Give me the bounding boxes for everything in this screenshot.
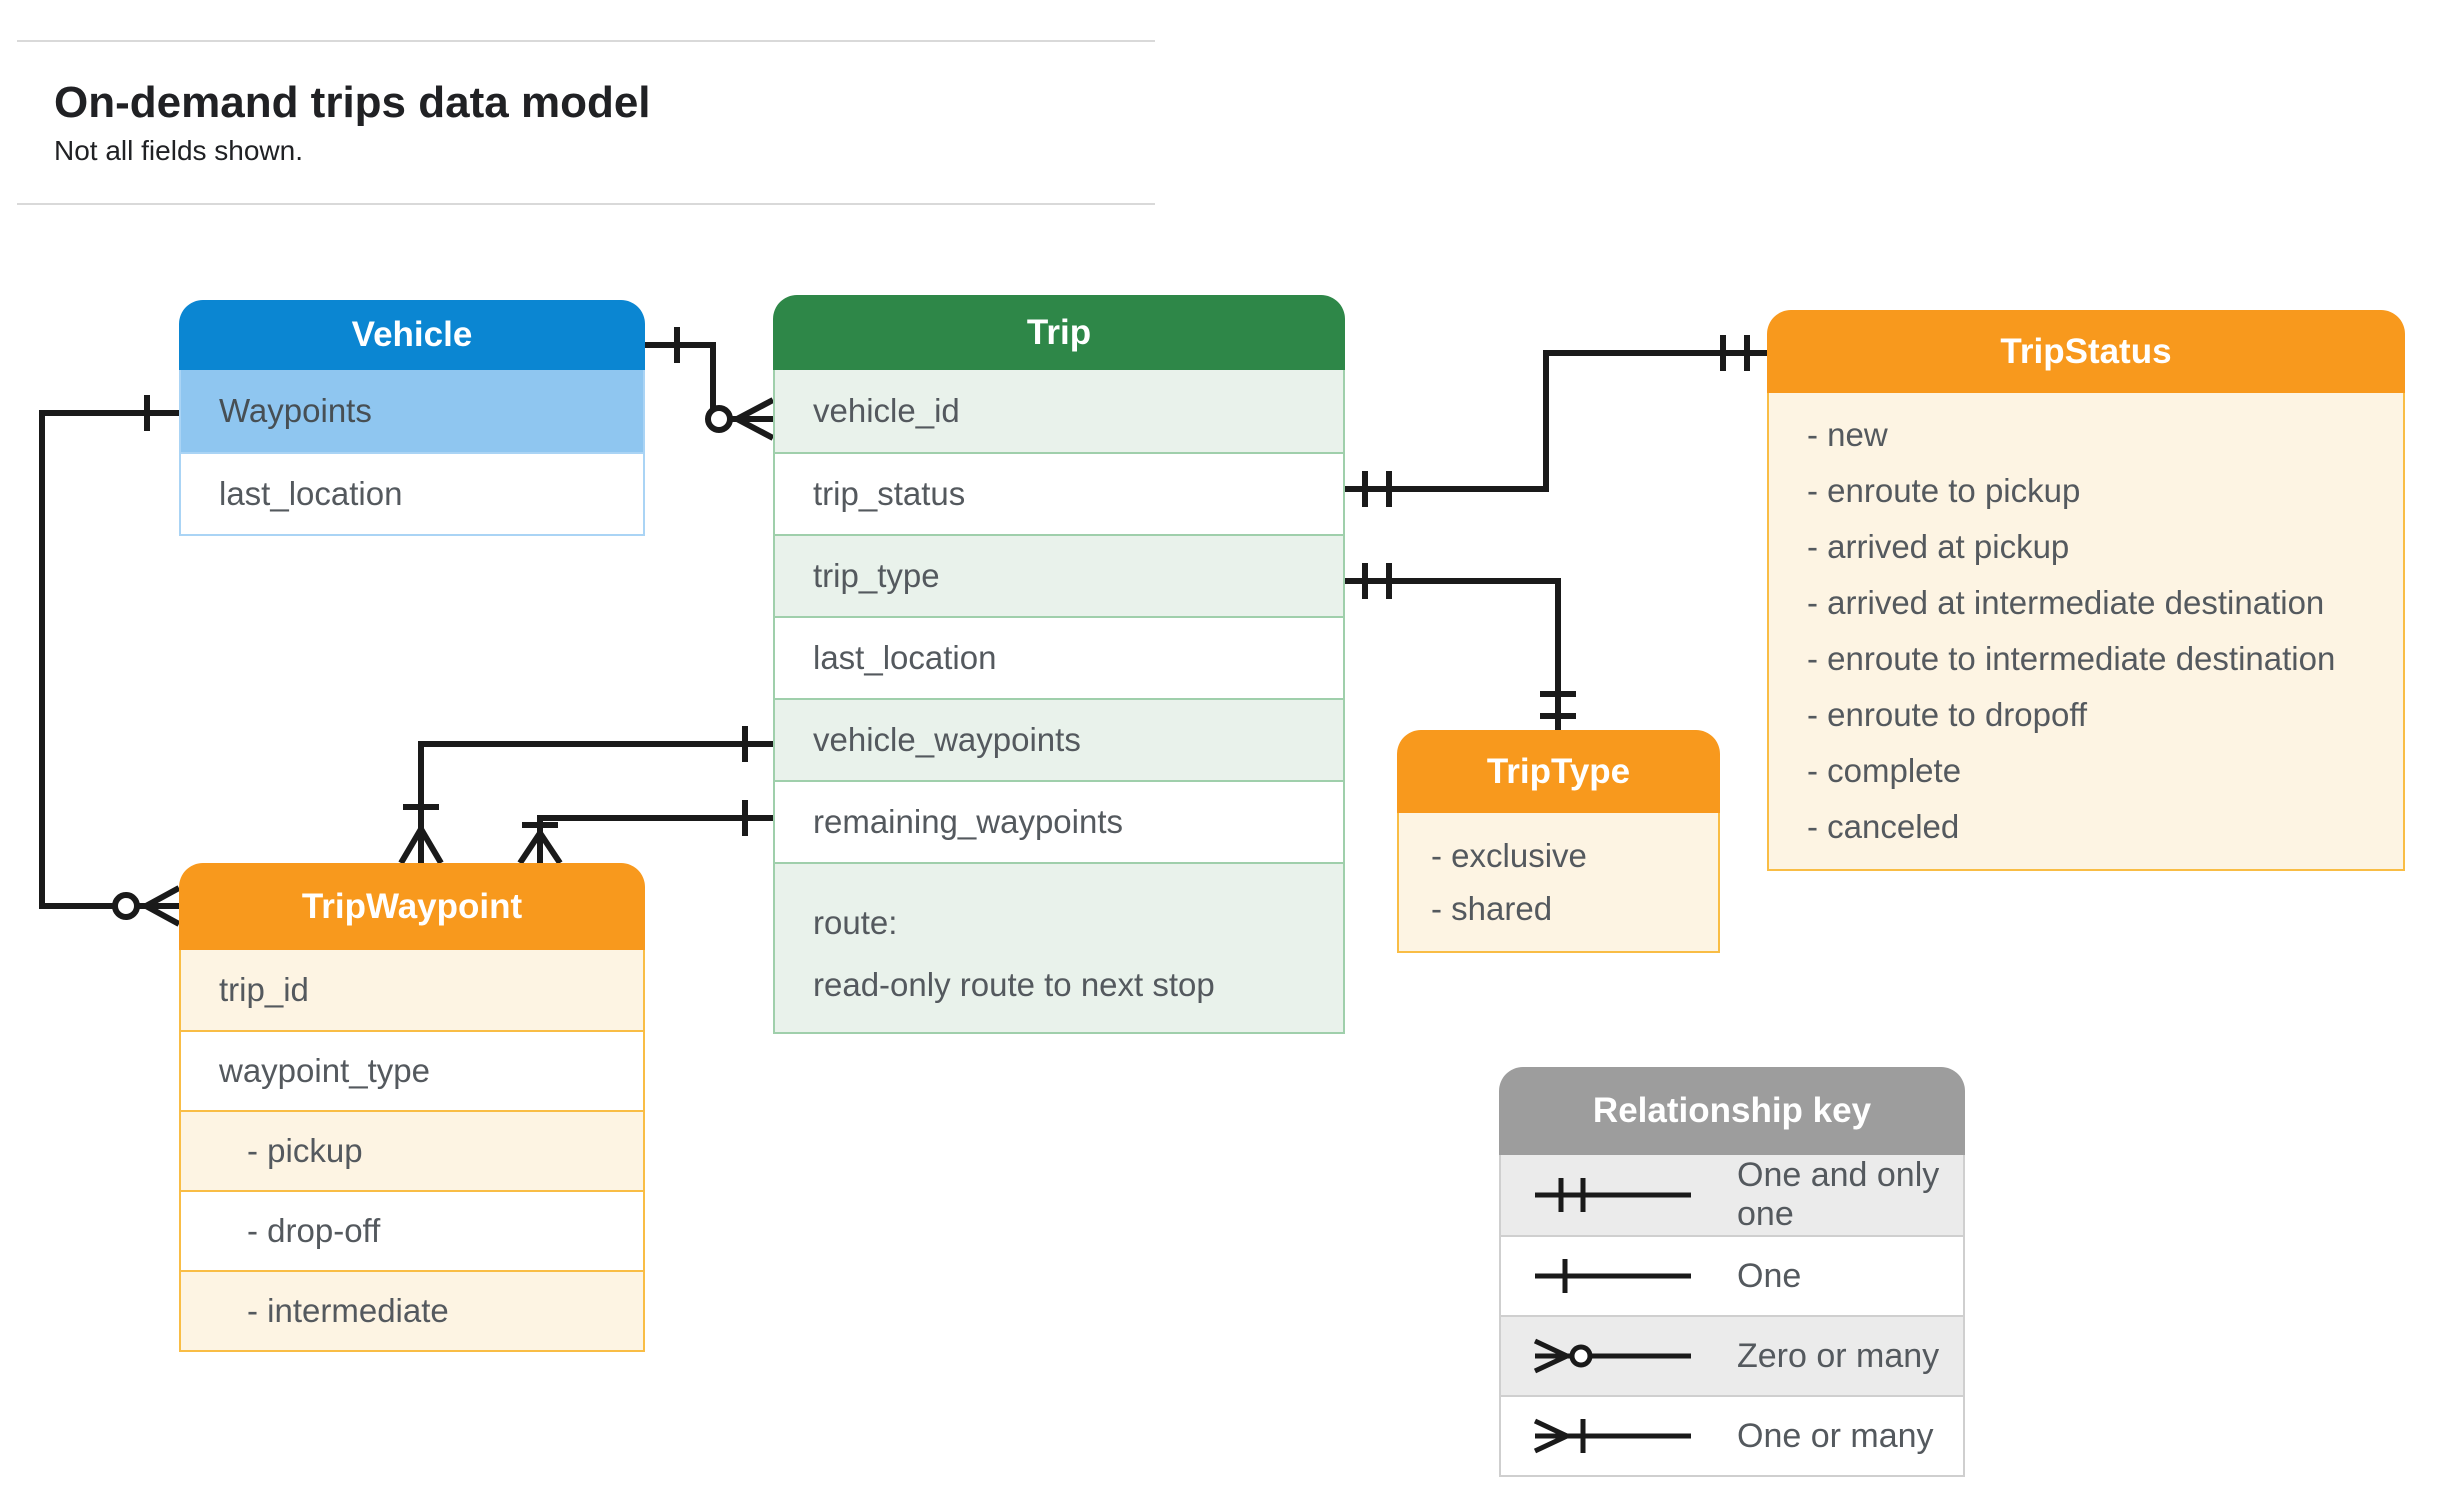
table-row: vehicle_waypoints [775,698,1343,780]
crow-foot-icon [398,827,444,865]
list-item: - arrived at pickup [1807,528,2070,565]
table-row: last_location [775,616,1343,698]
one-icon [1535,1259,1691,1293]
zero-or-many-icon [1533,1338,1691,1374]
table-row: vehicle_id [775,370,1343,452]
relationship-key: Relationship key One and only one One [1499,1067,1965,1477]
list-item: - shared [1431,890,1553,927]
list-item: - enroute to dropoff [1807,696,2088,733]
table-row: trip_id [181,950,643,1030]
entity-triptype: TripType - exclusive - shared [1397,730,1720,953]
entity-vehicle: Vehicle Waypoints last_location [179,300,645,536]
list-item: - enroute to intermediate destination [1807,640,2336,677]
route-label: route: [813,904,898,941]
zero-circle-icon [112,892,140,920]
one-and-only-one-icon [1535,1178,1691,1212]
table-row: remaining_waypoints [775,780,1343,862]
table-row: - pickup [181,1110,643,1190]
table-row: - drop-off [181,1190,643,1270]
list-item: - exclusive [1431,837,1587,874]
legend-label: One [1737,1256,1802,1295]
list-item: - arrived at intermediate destination [1807,584,2325,621]
legend-row: One [1501,1235,1963,1315]
legend-label: Zero or many [1737,1336,1940,1375]
crow-foot-icon [144,885,181,927]
table-row: Waypoints [181,370,643,452]
double-tick-icon [1720,335,1750,371]
table-row: last_location [181,452,643,534]
connector-trip-tripwaypoint-remaining-waypoints [517,800,773,865]
entity-tripwaypoint-header: TripWaypoint [179,863,645,950]
connector-vehicle-trip [645,327,775,441]
page-title: On-demand trips data model [54,78,651,127]
entity-trip-header: Trip [773,295,1345,370]
list-item: - complete [1807,752,1962,789]
legend-row: Zero or many [1501,1315,1963,1395]
table-row: trip_status [775,452,1343,534]
list-item: - enroute to pickup [1807,472,2081,509]
connector-vehicle-tripwaypoint [39,395,181,927]
entity-triptype-header: TripType [1397,730,1720,813]
connector-trip-tripwaypoint-vehicle-waypoints [398,726,773,865]
one-or-many-icon [1533,1418,1691,1454]
connector-trip-triptype [1345,563,1576,730]
crow-foot-icon [517,831,563,865]
table-row: trip_type [775,534,1343,616]
page-subtitle: Not all fields shown. [54,135,304,166]
legend-label: One and only one [1737,1156,1940,1233]
double-tick-icon [1362,563,1392,599]
table-row: waypoint_type [181,1030,643,1110]
crow-foot-icon [735,397,775,441]
entity-trip: Trip vehicle_id trip_status trip_type la… [773,295,1345,1034]
entity-tripstatus: TripStatus - new - enroute to pickup - a… [1767,310,2405,871]
table-row: - intermediate [181,1270,643,1350]
double-tick-icon [1362,471,1392,507]
legend-row: One and only one [1501,1155,1963,1235]
entity-tripwaypoint: TripWaypoint trip_id waypoint_type - pic… [179,863,645,1352]
zero-circle-icon [705,405,733,433]
entity-vehicle-header: Vehicle [179,300,645,370]
entity-tripstatus-header: TripStatus [1767,310,2405,393]
list-item: - canceled [1807,808,1960,845]
route-description: read-only route to next stop [813,966,1215,1003]
top-divider [17,40,1155,42]
connector-trip-tripstatus [1345,335,1767,507]
legend-label: One or many [1737,1416,1934,1455]
bottom-divider [17,203,1155,205]
relationship-key-header: Relationship key [1499,1067,1965,1155]
list-item: - new [1807,416,1888,453]
double-tick-icon [1540,691,1576,719]
legend-row: One or many [1501,1395,1963,1475]
table-row-route: route: read-only route to next stop [775,862,1343,1032]
